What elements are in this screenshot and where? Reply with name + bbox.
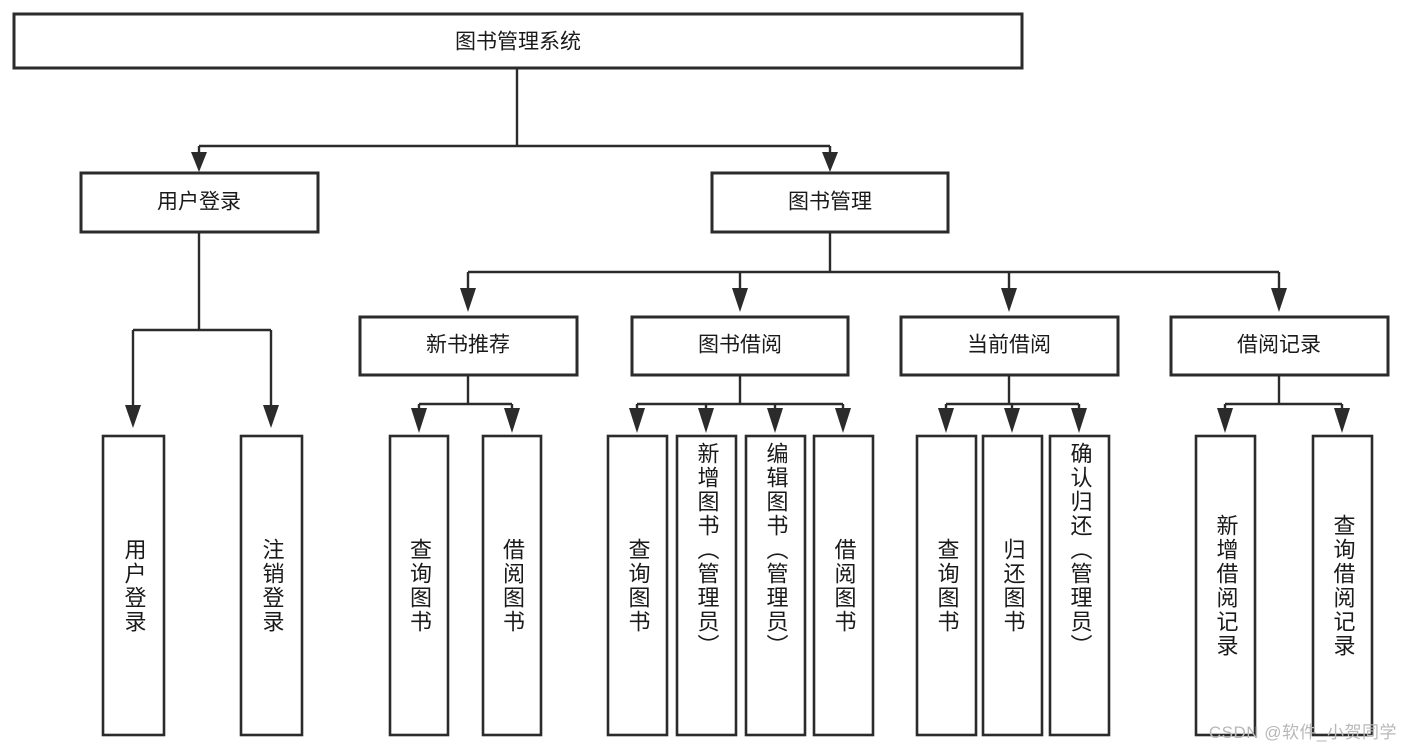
arrow-user-login-child-1	[125, 405, 141, 428]
leaf-box-book-borrow-4[interactable]	[812, 434, 875, 737]
node-book-borrow-box[interactable]	[630, 315, 850, 377]
arrow-book-manage-child-4	[1271, 288, 1287, 312]
node-borrow-record-label: 借阅记录	[1237, 334, 1321, 357]
node-root[interactable]: 图书管理系统	[12, 12, 1024, 70]
leaf-box-new-book-1[interactable]	[388, 434, 450, 737]
arrow-new-book-child-2	[504, 408, 520, 433]
node-current-borrow-label: 当前借阅	[967, 334, 1051, 357]
leaf-box-book-borrow-1[interactable]	[606, 434, 669, 737]
arrow-book-manage-child-2	[732, 288, 748, 312]
node-root-label: 图书管理系统	[455, 31, 581, 54]
connector-group-book-borrow	[629, 375, 851, 433]
connector-group-borrow-record	[1217, 375, 1350, 433]
leaf-box-new-book-2[interactable]	[481, 434, 543, 737]
arrow-borrow-record-child-2	[1334, 408, 1350, 433]
node-book-borrow[interactable]: 图书借阅	[630, 315, 850, 377]
leaf-box-current-borrow-2[interactable]	[981, 434, 1044, 737]
node-book-manage-box[interactable]	[710, 171, 950, 234]
arrow-current-borrow-child-1	[938, 408, 954, 433]
node-borrow-record[interactable]: 借阅记录	[1169, 315, 1390, 377]
node-current-borrow-box[interactable]	[899, 315, 1120, 377]
node-new-book-recommend-label: 新书推荐	[426, 334, 510, 357]
leaf-box-user-login-2[interactable]	[239, 434, 304, 737]
node-book-manage[interactable]: 图书管理	[710, 171, 950, 234]
arrow-book-manage-child-3	[1001, 288, 1017, 312]
arrow-current-borrow-child-2	[1004, 408, 1020, 433]
leaf-box-book-borrow-2[interactable]	[675, 434, 738, 737]
arrow-book-borrow-child-3	[767, 408, 783, 433]
node-new-book-recommend-box[interactable]	[358, 315, 579, 377]
arrow-book-borrow-child-2	[698, 408, 714, 433]
node-user-login-box[interactable]	[79, 171, 320, 234]
connector-group-user-login	[125, 232, 279, 428]
node-new-book-recommend[interactable]: 新书推荐	[358, 315, 579, 377]
node-user-login[interactable]: 用户登录	[79, 171, 320, 234]
node-book-manage-label: 图书管理	[788, 191, 872, 214]
arrow-root-to-user-login	[191, 152, 207, 172]
node-book-borrow-label: 图书借阅	[698, 334, 782, 357]
arrow-book-borrow-child-4	[835, 408, 851, 433]
arrow-root-to-book-manage	[822, 152, 838, 172]
connector-group-current-borrow	[938, 375, 1087, 433]
node-root-box[interactable]	[12, 12, 1024, 70]
node-current-borrow[interactable]: 当前借阅	[899, 315, 1120, 377]
arrow-user-login-child-2	[263, 405, 279, 428]
leaf-box-current-borrow-3[interactable]	[1048, 434, 1111, 737]
arrow-new-book-child-1	[411, 408, 427, 433]
leaf-box-borrow-record-1[interactable]	[1194, 434, 1257, 737]
leaf-box-borrow-record-2[interactable]	[1311, 434, 1374, 737]
leaf-box-current-borrow-1[interactable]	[915, 434, 978, 737]
csdn-watermark: CSDN @软件_小贺同学	[1208, 723, 1397, 742]
connector-group-new-book	[411, 375, 520, 433]
connector-group-book-manage	[460, 232, 1287, 312]
leaf-box-book-borrow-3[interactable]	[744, 434, 807, 737]
arrow-book-borrow-child-1	[629, 408, 645, 433]
arrow-book-manage-child-1	[460, 288, 476, 312]
node-borrow-record-box[interactable]	[1169, 315, 1390, 377]
leaf-box-user-login-1[interactable]	[101, 434, 166, 737]
arrow-borrow-record-child-1	[1217, 408, 1233, 433]
arrow-current-borrow-child-3	[1071, 408, 1087, 433]
node-user-login-label: 用户登录	[157, 191, 241, 214]
connector-group-root	[191, 68, 838, 172]
